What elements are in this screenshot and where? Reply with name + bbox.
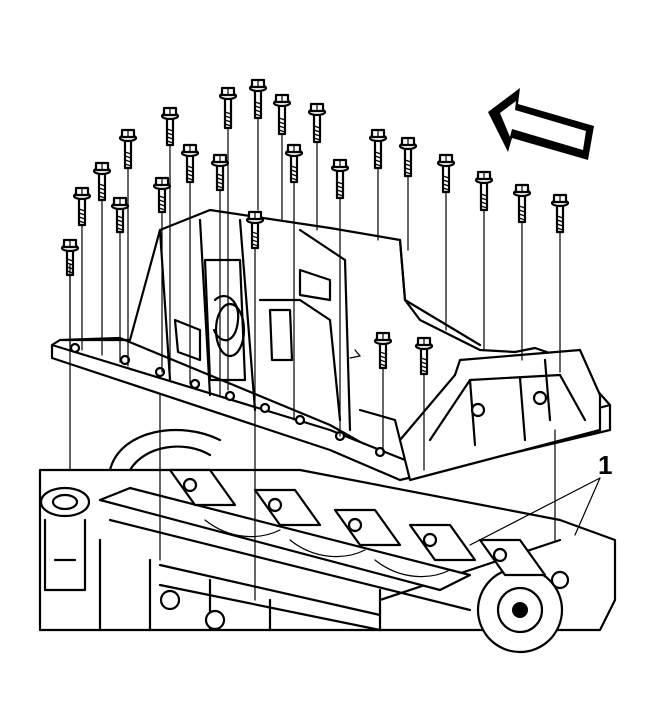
bolt xyxy=(248,78,268,211)
main-bearing-caps xyxy=(168,468,547,578)
bolt xyxy=(398,136,418,251)
bolt xyxy=(245,210,265,406)
bolt xyxy=(474,170,494,351)
oil-pan-bolts xyxy=(60,78,570,471)
bolt xyxy=(152,176,172,373)
direction-arrow-icon xyxy=(488,88,594,160)
bolt xyxy=(72,186,92,351)
bolt xyxy=(284,143,304,421)
alignment-lines xyxy=(69,264,556,601)
bolt xyxy=(368,128,388,241)
bolt xyxy=(180,143,200,385)
callout-1: 1 xyxy=(469,450,612,546)
callout-1-label: 1 xyxy=(598,450,612,480)
bolt xyxy=(92,161,112,356)
bolt xyxy=(373,331,393,453)
bolt xyxy=(307,102,327,231)
engine-block xyxy=(38,428,617,654)
bolt xyxy=(210,153,230,396)
bolt xyxy=(512,183,532,361)
bolt xyxy=(272,93,292,221)
bolt xyxy=(118,128,138,367)
bolt xyxy=(330,158,350,437)
bolt xyxy=(436,153,456,331)
bolt xyxy=(160,106,180,377)
bolt xyxy=(110,196,130,363)
bolt xyxy=(414,336,434,471)
bolt xyxy=(550,193,570,373)
bolt xyxy=(218,86,238,391)
oil-pan xyxy=(50,208,612,482)
